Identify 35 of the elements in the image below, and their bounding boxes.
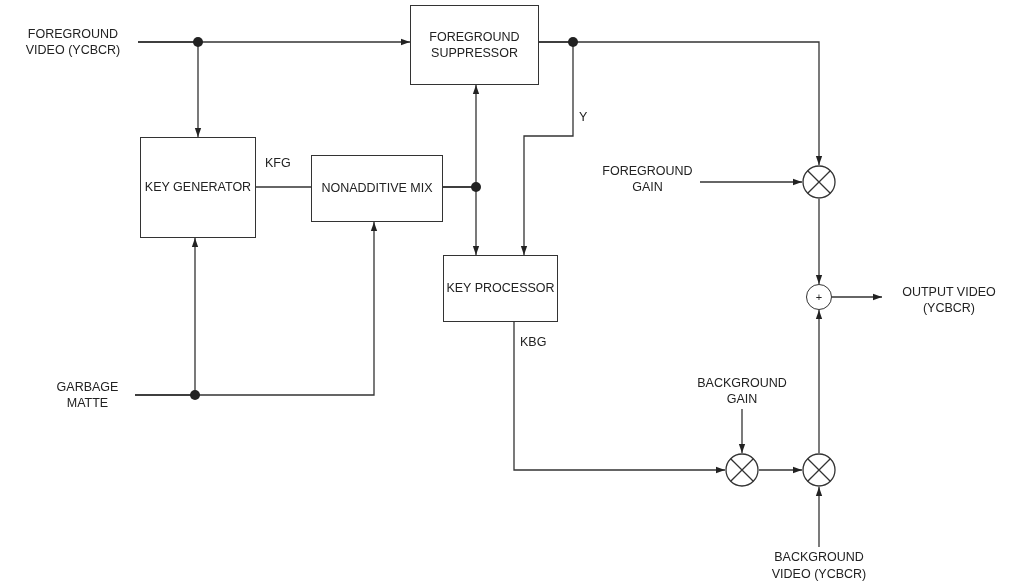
plus-sign: +: [815, 289, 823, 305]
arrow: [831, 293, 883, 301]
arrow: [134, 221, 378, 396]
multiplier-symbol: [802, 165, 836, 199]
arrow: [513, 321, 726, 474]
multiplier-symbol: [802, 453, 836, 487]
process-box: [140, 137, 256, 238]
signal-label: FOREGROUND VIDEO (YCBCR): [8, 20, 138, 64]
process-box: [443, 255, 558, 322]
signal-label: OUTPUT VIDEO (YCBCR): [882, 282, 1016, 318]
edge-label: KBG: [519, 335, 548, 349]
arrow: [815, 486, 823, 548]
arrow: [699, 178, 803, 186]
process-box: [311, 155, 443, 222]
box-label: NONADDITIVE MIX: [321, 180, 433, 197]
box-label: KEY GENERATOR: [144, 179, 252, 196]
signal-label: GARBAGE MATTE: [40, 377, 135, 413]
process-box: [410, 5, 539, 85]
box-label: KEY PROCESSOR: [446, 280, 555, 297]
arrow: [815, 309, 823, 454]
edge-label: KFG: [264, 156, 292, 170]
connector-line: [255, 186, 312, 188]
signal-label: FOREGROUND GAIN: [595, 160, 700, 198]
arrow: [137, 41, 202, 138]
edge-label: Y: [578, 110, 589, 124]
arrow: [738, 408, 746, 454]
arrow: [758, 466, 803, 474]
signal-label: BACKGROUND VIDEO (YCBCR): [757, 547, 881, 584]
arrow: [442, 186, 480, 256]
arrow: [520, 41, 574, 256]
signal-label: BACKGROUND GAIN: [682, 373, 802, 409]
multiplier-symbol: [725, 453, 759, 487]
arrow: [815, 198, 823, 285]
adder-circle: [806, 284, 832, 310]
box-label: FOREGROUND SUPPRESSOR: [428, 28, 521, 62]
